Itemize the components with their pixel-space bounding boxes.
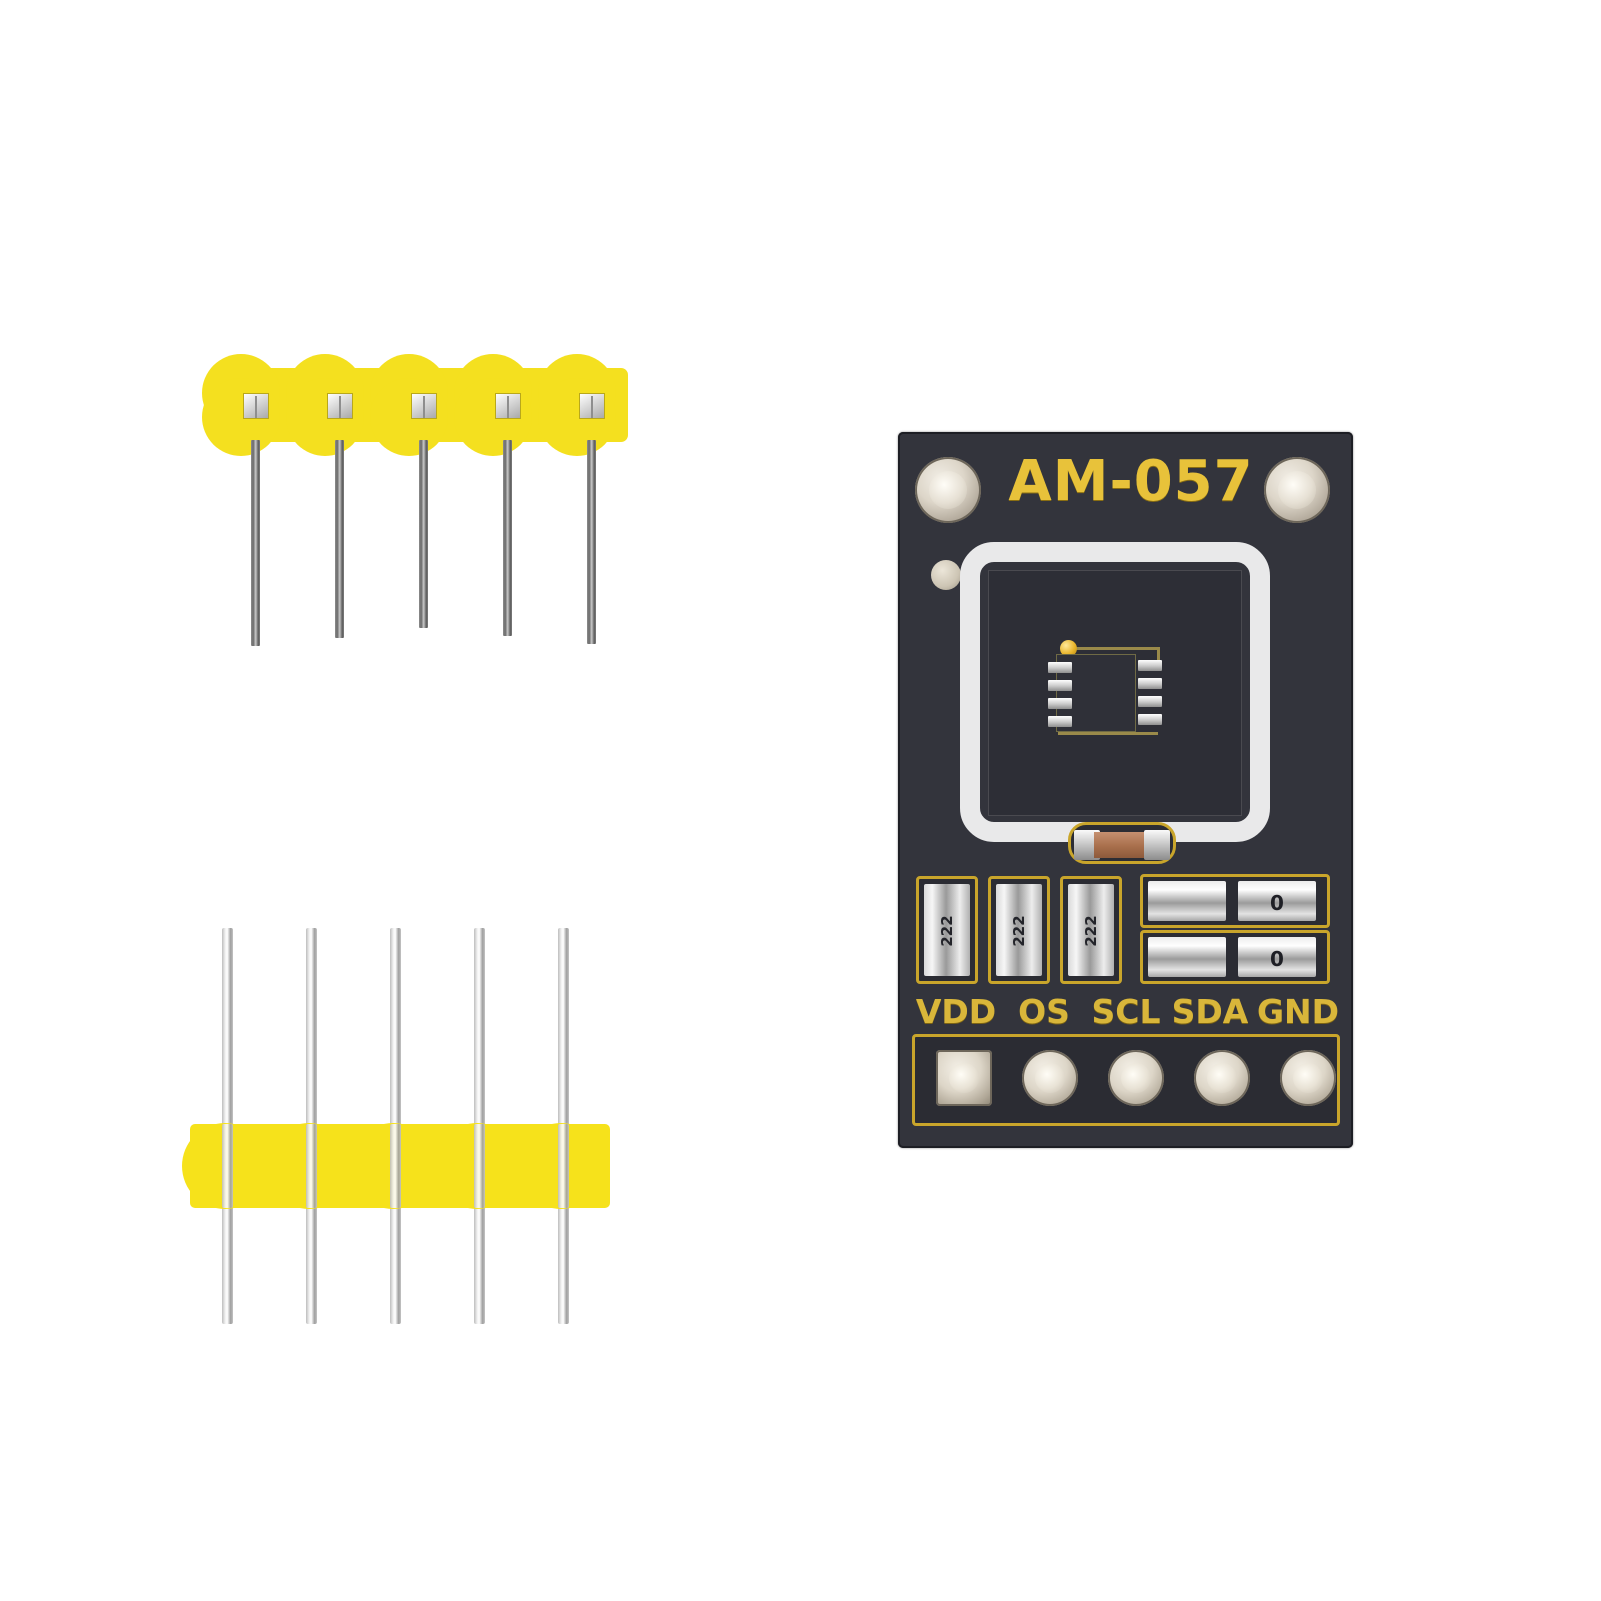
board-via <box>931 560 961 590</box>
female-header-contact <box>243 393 269 419</box>
pin-label-gnd: GND <box>1256 992 1340 1031</box>
ic-pad <box>1138 696 1162 707</box>
jumper-code: 0 <box>1270 947 1284 971</box>
ic-pad <box>1138 714 1162 725</box>
male-header-pin-through <box>474 1124 485 1208</box>
resistor-horizontal <box>1094 832 1148 858</box>
connector-pad-sda <box>1194 1050 1250 1106</box>
male-header-pin-through <box>306 1124 317 1208</box>
male-header-pin-through <box>558 1124 569 1208</box>
pin-label-scl: SCL <box>1091 992 1161 1031</box>
jumper-component <box>1238 937 1316 977</box>
female-pin-header <box>202 354 628 678</box>
mounting-hole-left <box>915 457 981 523</box>
ic-pad <box>1048 716 1072 727</box>
ic-pad <box>1048 680 1072 691</box>
ic-trace <box>1058 732 1158 735</box>
ic-trace <box>1157 647 1160 661</box>
connector-pad-gnd <box>1280 1050 1336 1106</box>
female-header-pin <box>335 440 344 638</box>
male-header-pin-through <box>390 1124 401 1208</box>
female-header-contact <box>579 393 605 419</box>
resistor-vertical <box>996 884 1042 976</box>
pin-label-sda: SDA <box>1171 992 1249 1031</box>
female-header-pin <box>587 440 596 644</box>
breakout-board: AM-057 222 222 <box>898 432 1353 1148</box>
female-header-contact <box>411 393 437 419</box>
female-header-contact <box>327 393 353 419</box>
jumper-code: 0 <box>1270 891 1284 915</box>
male-pin-header <box>182 928 615 1328</box>
jumper-component <box>1148 881 1226 921</box>
ic-trace <box>1074 647 1160 650</box>
female-header-pin <box>251 440 260 646</box>
connector-pad-scl <box>1108 1050 1164 1106</box>
female-header-contact <box>495 393 521 419</box>
mounting-hole-right <box>1264 457 1330 523</box>
resistor-vertical <box>1068 884 1114 976</box>
ic-pad <box>1138 678 1162 689</box>
resistor-terminal <box>1144 830 1170 860</box>
connector-pad-os <box>1022 1050 1078 1106</box>
resistor-code: 222 <box>1010 915 1028 947</box>
pin-label-os: OS <box>1018 992 1070 1031</box>
female-header-pin <box>419 440 428 628</box>
resistor-code: 222 <box>938 915 956 947</box>
male-header-pin-through <box>222 1124 233 1208</box>
resistor-vertical <box>924 884 970 976</box>
female-header-pin <box>503 440 512 636</box>
jumper-component <box>1238 881 1316 921</box>
ic-pad <box>1048 662 1072 673</box>
resistor-code: 222 <box>1082 915 1100 947</box>
ic-pad <box>1138 660 1162 671</box>
ic-pad <box>1048 698 1072 709</box>
connector-pad-vdd <box>936 1050 992 1106</box>
board-silkscreen-title: AM-057 <box>1008 449 1254 514</box>
jumper-component <box>1148 937 1226 977</box>
ic-pin1-marker-icon <box>1060 640 1077 657</box>
pin-label-vdd: VDD <box>915 992 997 1031</box>
